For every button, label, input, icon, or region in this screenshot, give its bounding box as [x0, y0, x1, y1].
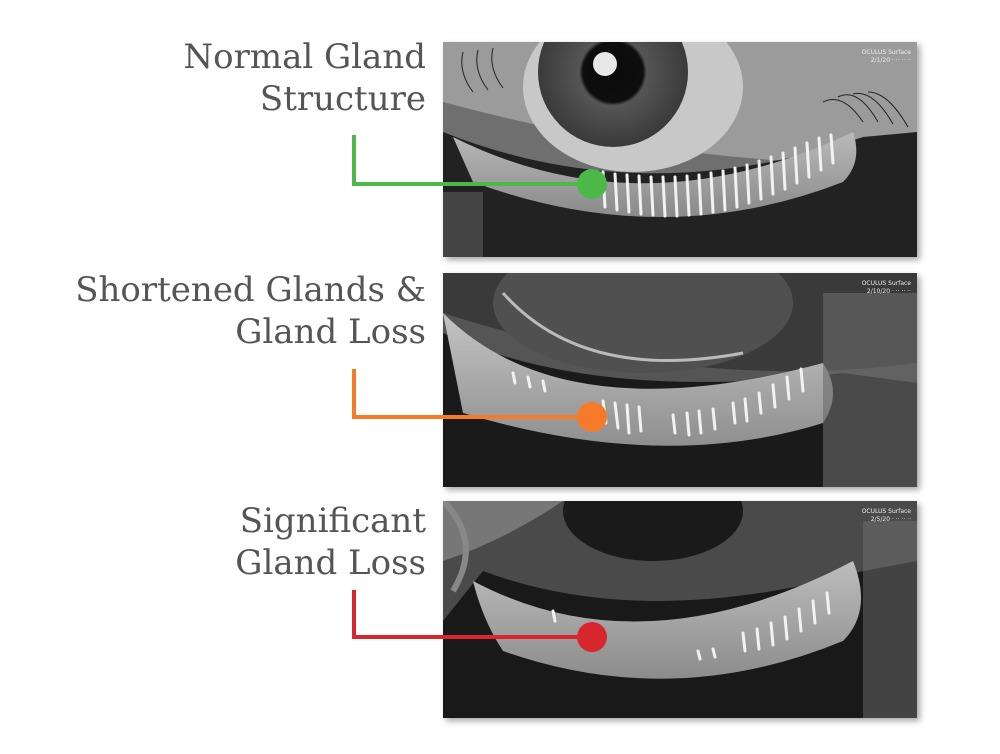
eye-image-significant-loss: OCULUS Surface 2/5/20 · ·· ·· ··: [443, 501, 917, 718]
label-line-2: Gland Loss: [235, 312, 426, 352]
label-normal-gland-structure: Normal Gland Structure: [183, 36, 426, 120]
eye-image-normal: OCULUS Surface 2/1/20 · ·· ·· ··: [443, 42, 917, 257]
label-significant-gland-loss: Significant Gland Loss: [235, 500, 426, 584]
image-stamp-line-1: OCULUS Surface: [862, 280, 912, 287]
meibography-image-significant-loss: OCULUS Surface 2/5/20 · ·· ·· ··: [443, 501, 917, 718]
image-stamp-line-2: 2/1/20 · ·· ·· ··: [871, 57, 911, 64]
label-line-1: Significant: [239, 501, 426, 541]
label-line-1: Normal Gland: [183, 37, 426, 77]
meibography-image-shortened: OCULUS Surface 2/10/20 · ·· ·· ··: [443, 273, 917, 487]
image-stamp-line-2: 2/5/20 · ·· ·· ··: [871, 516, 911, 523]
meibography-image-normal: OCULUS Surface 2/1/20 · ·· ·· ··: [443, 42, 917, 257]
image-stamp-line-1: OCULUS Surface: [862, 49, 912, 56]
image-stamp-line-2: 2/10/20 · ·· ·· ··: [867, 288, 911, 295]
label-line-1: Shortened Glands &: [75, 270, 426, 310]
label-line-2: Gland Loss: [235, 543, 426, 583]
label-shortened-glands-gland-loss: Shortened Glands & Gland Loss: [75, 269, 426, 353]
label-line-2: Structure: [259, 79, 426, 119]
image-stamp-line-1: OCULUS Surface: [862, 508, 912, 515]
eye-image-shortened: OCULUS Surface 2/10/20 · ·· ·· ··: [443, 273, 917, 487]
